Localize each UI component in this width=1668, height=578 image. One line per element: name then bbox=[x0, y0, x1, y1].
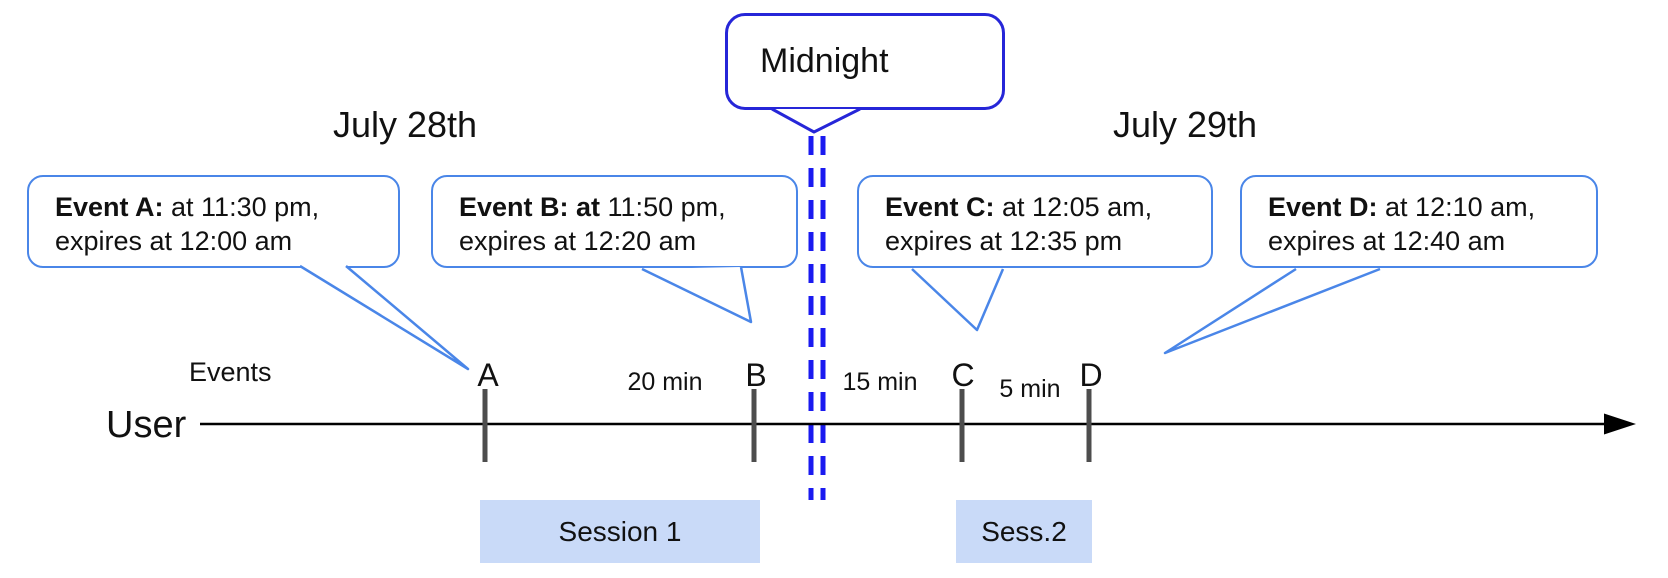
interval-label-5min: 5 min bbox=[999, 375, 1061, 403]
tick-label-b: B bbox=[745, 357, 767, 393]
midnight-callout-label: Midnight bbox=[760, 42, 889, 80]
midnight-callout-tail bbox=[771, 107, 861, 134]
session-1-box: Session 1 bbox=[480, 500, 760, 563]
event-d-time: at 12:10 am, bbox=[1377, 192, 1536, 222]
event-a-time: at 11:30 pm, bbox=[163, 192, 320, 222]
event-d-line2: expires at 12:40 am bbox=[1268, 226, 1506, 256]
event-c-callout: Event C: at 12:05 am, expires at 12:35 p… bbox=[857, 175, 1213, 268]
event-c-line2: expires at 12:35 pm bbox=[885, 226, 1123, 256]
callout-tail-d bbox=[1163, 267, 1381, 355]
event-a-line2: expires at 12:00 am bbox=[55, 226, 293, 256]
date-label-july-29: July 29th bbox=[1112, 104, 1258, 145]
tick-label-d: D bbox=[1079, 357, 1103, 393]
event-a-title: Event A: bbox=[55, 192, 164, 222]
event-a-callout: Event A: at 11:30 pm, expires at 12:00 a… bbox=[27, 175, 400, 268]
session-2-label: Sess.2 bbox=[981, 515, 1067, 547]
event-d-title: Event D: bbox=[1268, 192, 1378, 222]
timeline-arrowhead bbox=[1604, 413, 1636, 435]
event-c-line1: Event C: at 12:05 am, bbox=[885, 190, 1211, 224]
session-2-box: Sess.2 bbox=[956, 500, 1092, 563]
event-b-time: 11:50 pm, bbox=[600, 192, 726, 222]
event-b-callout: Event B: at 11:50 pm, expires at 12:20 a… bbox=[431, 175, 798, 268]
tick-label-c: C bbox=[951, 357, 975, 393]
midnight-callout: Midnight bbox=[725, 13, 1005, 110]
interval-label-15min: 15 min bbox=[842, 368, 918, 396]
callout-tail-a bbox=[299, 264, 470, 371]
event-c-title: Event C: bbox=[885, 192, 995, 222]
interval-label-20min: 20 min bbox=[627, 368, 703, 396]
tick-label-a: A bbox=[477, 357, 499, 393]
user-axis-label: User bbox=[106, 404, 187, 446]
event-d-callout: Event D: at 12:10 am, expires at 12:40 a… bbox=[1240, 175, 1598, 268]
callout-tail-b bbox=[641, 266, 753, 324]
event-c-time: at 12:05 am, bbox=[994, 192, 1153, 222]
events-axis-label: Events bbox=[189, 357, 272, 387]
event-b-title: Event B: at bbox=[459, 192, 601, 222]
event-d-line1: Event D: at 12:10 am, bbox=[1268, 190, 1596, 224]
event-b-line1: Event B: at 11:50 pm, bbox=[459, 190, 796, 224]
date-label-july-28: July 28th bbox=[332, 104, 478, 145]
event-a-line1: Event A: at 11:30 pm, bbox=[55, 190, 398, 224]
event-b-line2: expires at 12:20 am bbox=[459, 226, 697, 256]
callout-tail-c bbox=[911, 268, 1005, 332]
session-1-label: Session 1 bbox=[558, 515, 682, 547]
